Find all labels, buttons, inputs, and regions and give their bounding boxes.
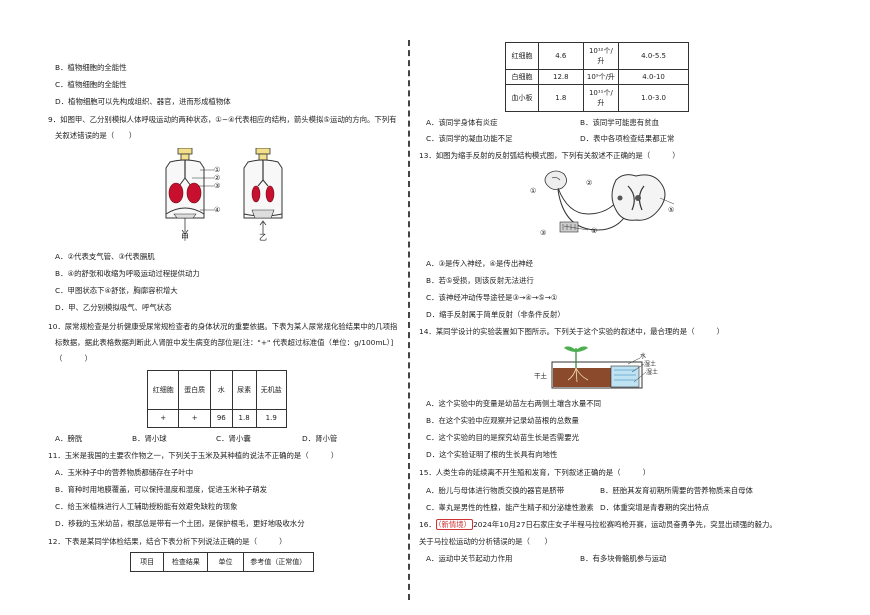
q16-stem-line2: 关于马拉松运动的分析错误的是（ ） — [419, 537, 553, 546]
q13-option-d: D．缩手反射属于简单反射（非条件反射） — [426, 310, 565, 319]
checkup-table-header: 项目 检查结果 单位 参考值（正常值） — [129, 552, 315, 572]
q16-stem-text: 2024年10月27日石家庄女子半程马拉松赛鸣枪开赛，运动员奋勇争先，突显出顽强… — [473, 520, 777, 529]
checkup-cell: 4.6 — [537, 41, 584, 71]
q12-option-c: C．该同学的凝血功能不足 — [426, 134, 513, 143]
marker-1: ① — [214, 166, 221, 174]
q10-stem-line1: 10．尿常规检查是分析健康受尿常规检查者的身体状况的重要依据。下表为某人尿常规化… — [48, 322, 398, 331]
checkup-cell: 红细胞 — [505, 41, 539, 71]
q10-stem-line3: （ ） — [55, 354, 92, 363]
checkup-header: 单位 — [207, 552, 244, 572]
q15-option-b: B．胚胎其发育初期所需要的营养物质来自母体 — [600, 486, 753, 495]
reflex-marker-4: ④ — [591, 227, 598, 235]
q14-option-a: A．这个实验中的变量是幼苗左右两侧土壤含水量不同 — [426, 399, 602, 408]
urine-value: 1.9 — [255, 408, 287, 429]
reflex-arc-diagram — [544, 170, 675, 233]
column-divider — [408, 40, 410, 600]
checkup-cell: 血小板 — [505, 83, 539, 113]
checkup-cell: 10¹²个/升 — [582, 41, 620, 71]
q12-option-b: B．该同学可能患有贫血 — [580, 118, 659, 127]
q16-stem: 16．（新情境）2024年10月27日石家庄女子半程马拉松赛鸣枪开赛，运动员奋勇… — [419, 519, 777, 530]
marker-3: ③ — [214, 182, 221, 190]
label-yi: 乙 — [259, 233, 267, 242]
q14-option-b: B．在这个实验中应观察并记录幼苗根的总数量 — [426, 416, 579, 425]
urine-header: 尿素 — [231, 370, 257, 410]
reflex-marker-5: ⑤ — [668, 206, 675, 214]
q9-stem-line1: 9．如图甲、乙分别模拟人体呼吸运动的两种状态，①~④代表相应的结构，箭头模拟⑤运… — [48, 115, 397, 124]
q11-option-b: B．育种时用地膜覆盖，可以保持温度和湿度，促进玉米种子萌发 — [55, 485, 268, 494]
q13-option-c: C．该神经冲动传导途径是③→④→⑤→① — [426, 293, 558, 302]
q13-option-a: A．③是传入神经，④是传出神经 — [426, 259, 533, 268]
bell-jar-diagram-jia — [165, 148, 214, 235]
checkup-header: 检查结果 — [163, 552, 209, 572]
checkup-cell: 12.8 — [537, 69, 584, 85]
q8-option-d: D．植物细胞可以先构成组织、器官，进而形成植物体 — [55, 97, 231, 106]
q12-option-d: D．表中各项检查结果都正常 — [580, 134, 675, 143]
q14-stem: 14．某同学设计的实验装置如下图所示。下列关于这个实验的叙述中，最合理的是（ ） — [419, 327, 725, 336]
urine-header: 水 — [209, 370, 233, 410]
q16-option-b: B．有多块骨骼肌参与运动 — [580, 554, 667, 563]
checkup-cell: 1.8 — [537, 83, 584, 113]
q8-option-b: B．植物细胞的全能性 — [55, 63, 127, 72]
q15-stem: 15．人类生命的延续离不开生殖和发育，下列叙述正确的是（ ） — [419, 468, 651, 477]
checkup-cell: 1.0-3.0 — [618, 83, 689, 113]
q14-option-c: C．这个实验的目的是探究幼苗生长是否需要光 — [426, 433, 579, 442]
seedling-experiment-diagram — [551, 346, 647, 389]
urine-header: 红细胞 — [146, 370, 180, 410]
urine-value: 96 — [209, 408, 233, 429]
q13-option-b: B．若⑤受损，则该反射无法进行 — [426, 276, 534, 285]
q15-option-a: A．胎儿与母体进行物质交换的器官是脐带 — [426, 486, 565, 495]
reflex-marker-3: ③ — [540, 229, 547, 237]
reflex-marker-2: ② — [586, 179, 593, 187]
q11-option-d: D．移栽的玉米幼苗，根部总是带有一个土团，是保护根毛，更好地吸收水分 — [55, 519, 305, 528]
q11-stem: 11．玉米是我国的主要农作物之一，下列关于玉米及其种植的说法不正确的是（ ） — [48, 451, 339, 460]
q11-option-c: C．给玉米植株进行人工辅助授粉能有效避免缺粒的现象 — [55, 502, 238, 511]
checkup-header: 参考值（正常值） — [242, 552, 315, 572]
q9-option-c: C．甲图状态下④舒张，胸廓容积增大 — [55, 286, 178, 295]
urine-value: + — [146, 408, 180, 429]
q9-option-d: D．甲、乙分别模拟吸气、呼气状态 — [55, 303, 172, 312]
q12-option-a: A．该同学身体有炎症 — [426, 118, 498, 127]
label-jia: 甲 — [181, 233, 189, 242]
q10-option-c: C．肾小囊 — [216, 434, 251, 443]
checkup-header: 项目 — [129, 552, 165, 572]
wet-soil-label-2: 湿土 — [646, 369, 659, 376]
marker-4: ④ — [214, 206, 221, 214]
checkup-cell: 10¹¹个/升 — [582, 83, 620, 113]
q11-option-a: A．玉米种子中的营养物质都储存在子叶中 — [55, 468, 194, 477]
q14-option-d: D．这个实验证明了根的生长具有向地性 — [426, 450, 558, 459]
reflex-marker-1: ① — [530, 187, 537, 195]
q15-option-d: D．体重突增是青春期的突出特点 — [600, 503, 710, 512]
marker-2: ② — [214, 174, 221, 182]
q10-option-a: A．膀胱 — [55, 434, 83, 443]
bell-jar-diagram-yi — [243, 148, 283, 234]
checkup-table-body: 红细胞 4.6 10¹²个/升 4.0-5.5 白细胞 12.8 10⁹个/升 … — [505, 41, 689, 113]
checkup-cell: 4.0-5.5 — [618, 41, 689, 71]
q12-stem: 12．下表是某同学体检结果，结合下表分析下列说法正确的是（ ） — [48, 537, 287, 546]
urine-header: 蛋白质 — [178, 370, 211, 410]
dry-soil-label: 干土 — [534, 372, 547, 380]
q10-option-d: D．肾小管 — [302, 434, 338, 443]
urine-header: 无机盐 — [255, 370, 287, 410]
urine-table: 红细胞 蛋白质 水 尿素 无机盐 + + 96 1.8 1.9 — [146, 370, 287, 429]
water-label: 水 — [640, 353, 647, 360]
checkup-cell: 10⁹个/升 — [582, 69, 620, 85]
q13-stem: 13．如图为缩手反射的反射弧结构模式图，下列有关叙述不正确的是（ ） — [419, 151, 680, 160]
new-context-badge: （新情境） — [435, 519, 474, 530]
q9-option-a: A．②代表支气管、③代表膈肌 — [55, 252, 155, 261]
checkup-cell: 白细胞 — [505, 69, 539, 85]
q9-option-b: B．④的舒张和收缩为呼吸运动过程提供动力 — [55, 269, 200, 278]
wet-soil-label: 湿土 — [644, 361, 657, 368]
urine-value: + — [178, 408, 211, 429]
q8-option-c: C．植物细胞的全能性 — [55, 80, 127, 89]
q10-stem-line2: 标数据，据此表格数据判断此人肾脏中发生病变的部位是[注："+" 代表超过标准值（… — [55, 338, 394, 347]
q15-option-c: C．睾丸是男性的性腺，能产生精子和分泌雄性激素 — [426, 503, 594, 512]
q10-option-b: B．肾小球 — [132, 434, 167, 443]
checkup-cell: 4.0-10 — [618, 69, 689, 85]
q16-option-a: A．运动中关节起动力作用 — [426, 554, 513, 563]
urine-value: 1.8 — [231, 408, 257, 429]
q9-stem-line2: 关叙述错误的是（ ） — [55, 131, 137, 140]
